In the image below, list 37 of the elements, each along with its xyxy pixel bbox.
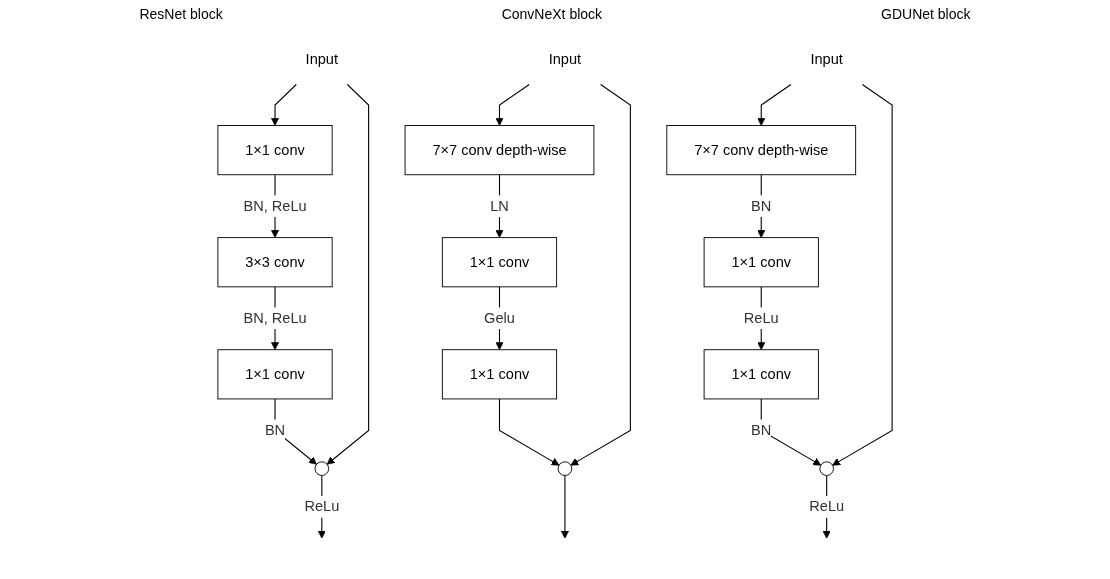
edge-label: ReLu [304,498,340,515]
node-box: 1×1 conv [703,349,819,400]
node-box: 3×3 conv [217,237,333,288]
edge-label: BN, ReLu [243,310,307,326]
edge-label: BN [264,422,286,438]
node-box: 1×1 conv [441,349,558,400]
edge-label: LN [490,197,509,214]
edge-label: Gelu [484,310,515,326]
node-circle [314,461,330,476]
arrow [326,83,370,465]
node-box: 7×7 conv depth-wise [404,125,595,176]
node-box: 1×1 conv [441,237,558,288]
node-box: 1×1 conv [217,125,333,176]
node-circle [557,461,573,476]
node-circle [819,461,834,476]
node-text: Input [810,51,843,68]
arrow [271,83,297,126]
block-title: GDUNet block [881,6,971,22]
arrow [832,83,893,466]
edge-label: ReLu [743,310,779,326]
edge-label: BN, ReLu [243,197,307,214]
arrow [570,83,631,466]
arrow [274,398,317,465]
arrow [498,398,560,466]
node-text: Input [305,51,339,68]
arrow [757,83,792,126]
edge-label: ReLu [809,498,845,515]
block-title: ResNet block [139,6,223,22]
arrow [495,83,530,126]
arrow [560,474,569,539]
edge-label: BN [751,197,772,214]
edge-label: BN [751,422,772,438]
node-box: 1×1 conv [217,349,333,400]
node-text: Input [548,51,582,68]
node-box: 1×1 conv [703,237,819,288]
node-box: 7×7 conv depth-wise [666,125,857,176]
block-title: ConvNeXt block [501,6,603,22]
